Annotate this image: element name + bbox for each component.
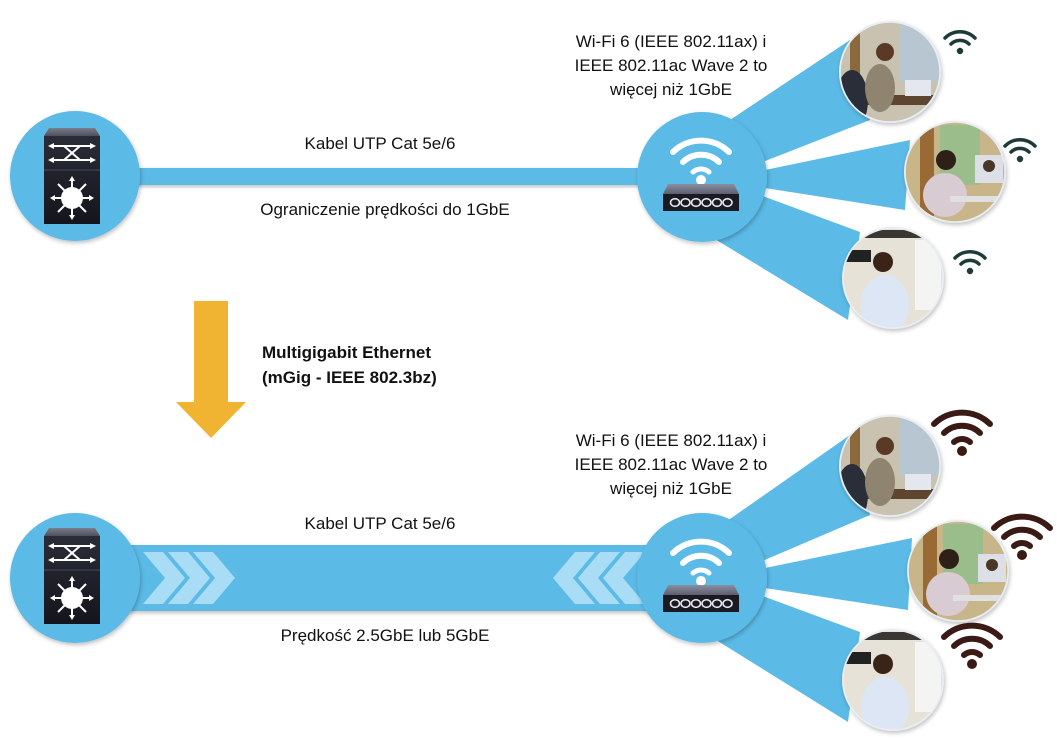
top-wifi-description-line-3: więcej niż 1GbE (610, 80, 732, 99)
bottom-wifi-description-line-3: więcej niż 1GbE (610, 479, 732, 498)
top-wifi-description-line-1: Wi-Fi 6 (IEEE 802.11ax) i (575, 32, 767, 51)
top-client-3 (842, 227, 944, 329)
top-section (10, 21, 1037, 329)
down-arrow-icon (176, 301, 246, 438)
multilayer-switch-icon (43, 127, 101, 225)
top-speed-label: Ograniczenie prędkości do 1GbE (260, 200, 510, 219)
man-with-tablet-photo (843, 630, 943, 730)
bottom-switch-node[interactable] (10, 513, 140, 643)
bottom-ap-node[interactable] (637, 513, 767, 643)
transition-subtitle: (mGig - IEEE 802.3bz) (262, 368, 437, 387)
top-client-2-wifi-icon (1003, 138, 1037, 163)
bottom-client-3 (842, 629, 944, 731)
bottom-wifi-description-line-1: Wi-Fi 6 (IEEE 802.11ax) i (575, 431, 767, 450)
top-ap-node[interactable] (637, 112, 767, 242)
top-client-1 (839, 21, 941, 123)
bottom-cable-label: Kabel UTP Cat 5e/6 (304, 514, 456, 533)
top-wifi-description-line-2: IEEE 802.11ac Wave 2 to (574, 56, 768, 75)
multilayer-switch-icon (43, 527, 101, 625)
bottom-client-2-wifi-icon (991, 513, 1053, 560)
man-video-call-photo (905, 122, 1005, 222)
bottom-client-3-wifi-icon (941, 622, 1003, 669)
bottom-section (10, 409, 1053, 731)
bottom-client-1 (839, 415, 941, 517)
top-switch-node[interactable] (10, 111, 140, 241)
man-with-tablet-photo (843, 228, 943, 328)
beam-2 (765, 140, 910, 210)
bottom-wifi-description-line-2: IEEE 802.11ac Wave 2 to (574, 455, 768, 474)
bottom-client-1-wifi-icon (931, 409, 993, 456)
top-cable-line (120, 168, 650, 185)
chevrons-right-icon (143, 552, 235, 604)
top-cable-label: Kabel UTP Cat 5e/6 (304, 134, 456, 153)
top-client-2 (904, 121, 1006, 223)
top-client-1-wifi-icon (943, 30, 977, 55)
bottom-speed-label: Prędkość 2.5GbE lub 5GbE (280, 626, 490, 645)
top-wifi-description: Wi-Fi 6 (IEEE 802.11ax) i IEEE 802.11ac … (541, 30, 801, 102)
beam-2 (765, 538, 912, 610)
chevrons-left-icon (553, 552, 645, 604)
man-video-call-photo (908, 521, 1008, 621)
bottom-wifi-description: Wi-Fi 6 (IEEE 802.11ax) i IEEE 802.11ac … (541, 429, 801, 501)
bottom-client-2 (907, 520, 1009, 622)
top-client-3-wifi-icon (953, 250, 987, 275)
transition-title: Multigigabit Ethernet (262, 343, 432, 362)
